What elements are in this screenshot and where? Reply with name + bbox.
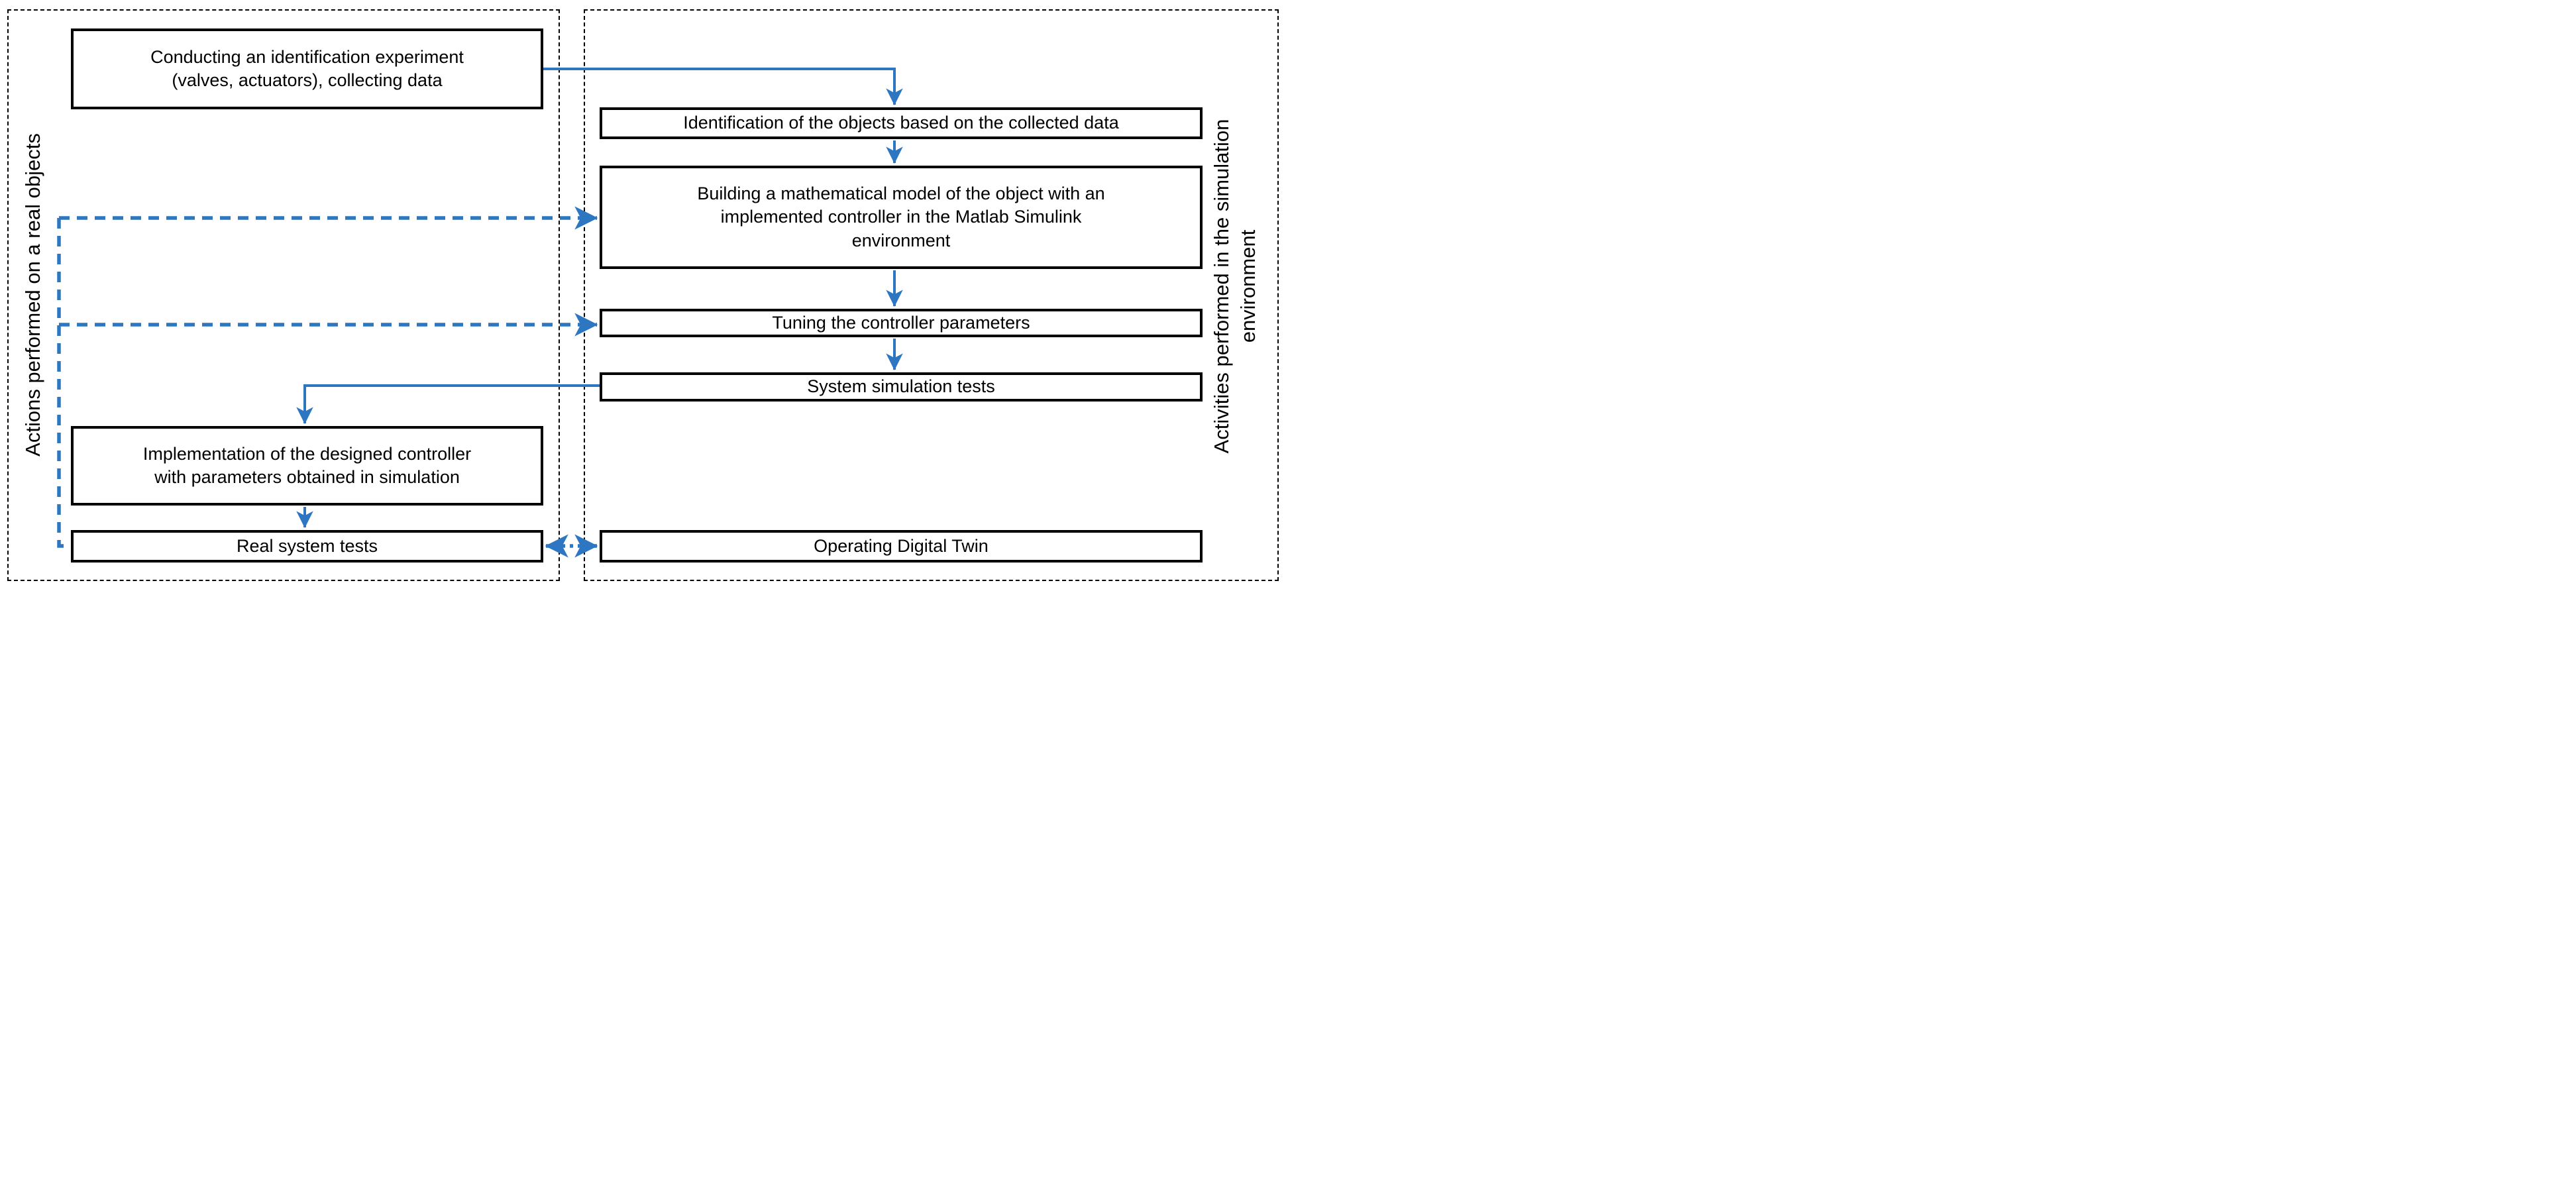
simulation-environment-container-label: Activities performed in the simulation e… <box>1210 119 1260 454</box>
box-real-system-tests: Real system tests <box>71 530 543 563</box>
digital-twin-workflow-diagram: Actions performed on a real objects Acti… <box>0 0 1288 590</box>
box-operating-digital-twin: Operating Digital Twin <box>600 530 1203 563</box>
box-conducting-identification-experiment: Conducting an identification experiment … <box>71 28 543 109</box>
real-objects-container <box>7 9 560 581</box>
real-objects-container-label: Actions performed on a real objects <box>21 133 44 456</box>
box-identification-of-objects: Identification of the objects based on t… <box>600 107 1203 139</box>
box-building-mathematical-model: Building a mathematical model of the obj… <box>600 166 1203 269</box>
box-tuning-controller-parameters: Tuning the controller parameters <box>600 309 1203 337</box>
box-system-simulation-tests: System simulation tests <box>600 372 1203 402</box>
box-implementation-designed-controller: Implementation of the designed controlle… <box>71 426 543 506</box>
simulation-environment-container <box>584 9 1279 581</box>
